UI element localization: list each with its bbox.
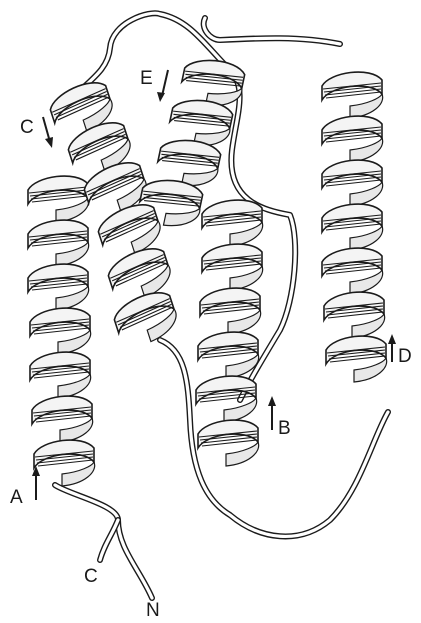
- helix-a: [28, 176, 95, 486]
- helix-d: [322, 72, 387, 382]
- helix-c-label: C: [20, 117, 34, 138]
- n-terminal-tail: [55, 485, 152, 598]
- n-terminus-label: N: [146, 600, 160, 621]
- helix-b-label: B: [278, 418, 291, 439]
- arrow-e: [157, 70, 168, 102]
- helix-b: [196, 200, 263, 466]
- arrow-d: [388, 334, 396, 362]
- arrow-c: [43, 117, 53, 148]
- arrow-b: [268, 396, 276, 430]
- arrow-a: [32, 466, 40, 500]
- helix-e-label: E: [140, 68, 153, 89]
- helix-d-label: D: [398, 346, 412, 367]
- helix-a-label: A: [10, 487, 23, 508]
- c-terminus-label: C: [84, 566, 98, 587]
